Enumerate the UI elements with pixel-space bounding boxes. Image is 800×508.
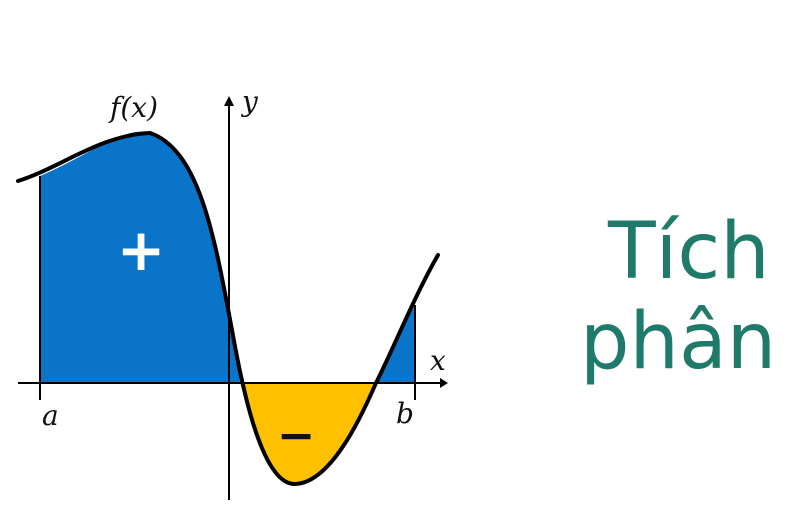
y-axis-arrow [224,96,234,106]
function-curve [16,130,440,487]
negative-sign: − [277,408,316,462]
x-axis-label: x [430,344,446,377]
title-line-2: phân [580,297,776,387]
y-axis-label: y [240,85,259,118]
positive-sign: + [117,216,166,284]
x-axis-arrow [440,378,448,388]
positive-area-left [40,131,240,383]
negative-area [240,383,376,485]
function-label: f(x) [108,91,158,124]
a-label: a [42,399,59,432]
b-label: b [396,397,414,430]
title-line-1: Tích [607,207,770,297]
